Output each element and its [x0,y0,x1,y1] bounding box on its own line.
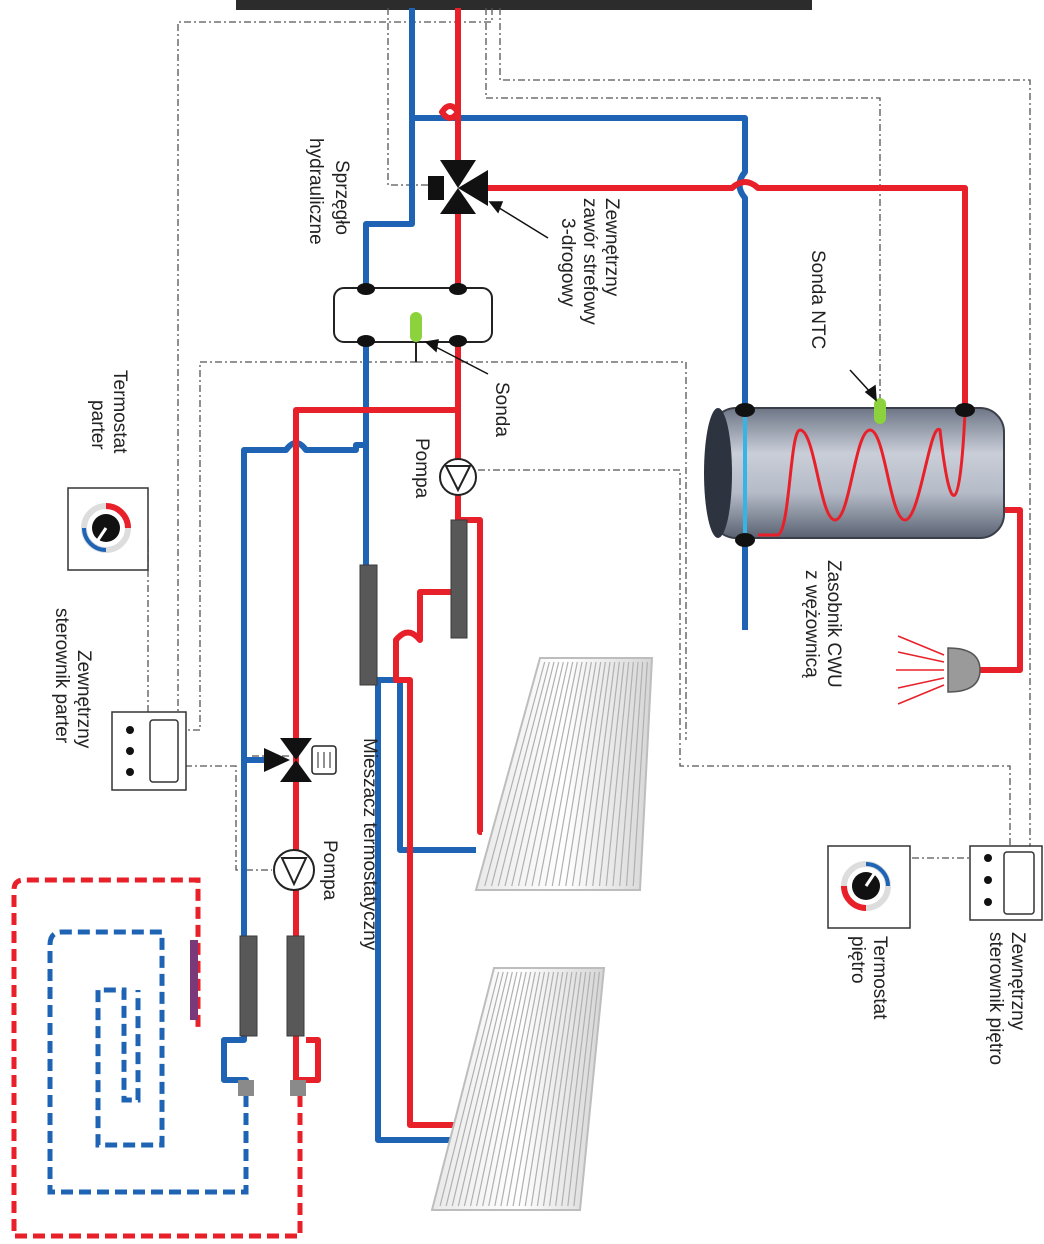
label-mieszacz: Mieszacz termostatyczny [359,738,380,951]
radiator-fin [484,661,546,887]
label-sprzeglo-line2: hydrauliczne [305,138,326,245]
radiator-fin [555,971,587,1207]
radiator-fin [619,661,639,887]
radiator-fin [451,971,509,1207]
thermostatic-mixer-valve [264,738,337,782]
tank-heating-coil [758,411,967,537]
label-sonda-ntc: Sonda NTC [807,250,828,349]
leader-arrows [424,201,877,402]
radiator-fin [573,971,601,1207]
controller-parter-icon [111,711,187,791]
radiator-fin [632,661,648,887]
radiator-fin [500,971,546,1207]
radiator-fin [542,971,578,1207]
radiator-fin [530,971,568,1207]
radiator-fin [524,971,564,1207]
floor-heating-loop-hot [11,877,303,1239]
label-zawor-line2: zawór strefowy [579,198,600,325]
radiator-fin [561,971,591,1207]
thermostat-pietro-icon [827,845,911,929]
label-sonda: Sonda [491,382,512,437]
radiator-fin [488,971,536,1207]
separator-connectors [357,283,467,347]
dhw-tank [704,398,1005,547]
separator-sensor [410,312,422,342]
manifolds [239,519,468,1037]
thermostat-parter-icon [67,487,149,571]
tank-ntc-sensor [874,398,886,424]
radiator-fin [482,971,532,1207]
heat-source-bar [236,0,812,10]
radiator-fin [538,661,583,887]
radiator-upper [474,657,654,891]
radiator-fin [475,971,527,1207]
controller-pietro-icon [969,845,1043,921]
radiator-fin [592,661,620,887]
radiator-fin [605,661,630,887]
label-sterownik-parter-line1: Zewnętrzny [73,650,94,749]
radiator-fin [517,661,569,887]
radiator-fin [518,971,559,1207]
label-zawor-line3: 3-drogowy [557,218,578,307]
radiator-fin [469,971,523,1207]
radiator-fin [494,971,541,1207]
label-pompa-bottom: Pompa [319,840,340,901]
radiator-fin [512,971,555,1207]
radiator-fin [578,661,611,887]
radiator-fin [490,661,550,887]
radiator-fin [531,661,578,887]
label-sterownik-parter-line2: sterownik parter [51,608,72,744]
pump-top [439,458,477,496]
radiator-fin [457,971,513,1207]
label-sterownik-pietro-line2: sterownik piętro [985,932,1006,1065]
label-termostat-parter-line1: Termostat [109,370,130,454]
label-zasobnik-line1: Zasobnik CWU [823,560,844,688]
label-zawor-line1: Zewnętrzny [601,198,622,297]
radiator-fin [524,661,574,887]
radiator-lower [430,967,606,1211]
radiator-fin [544,661,588,887]
control-wires [147,8,1031,871]
radiator-fin [598,661,625,887]
floor-manifold-fittings [190,940,306,1096]
radiator-fin [558,661,597,887]
labels: Sprzęgło hydrauliczne Zewnętrzny zawór s… [51,138,1028,1065]
radiator-fin [567,971,596,1207]
floor-heating-loop-cold [47,929,249,1195]
label-termostat-pietro-line1: Termostat [869,936,890,1020]
radiator-fin [565,661,602,887]
label-pompa-top: Pompa [411,438,432,499]
radiator-fin [445,971,504,1207]
label-sterownik-pietro-line1: Zewnętrzny [1007,932,1028,1031]
label-zasobnik-line2: z wężownicą [801,570,822,678]
radiator-fin [511,661,564,887]
radiator-fin [612,661,634,887]
label-termostat-parter-line2: parter [87,400,108,450]
radiator-fin [551,661,592,887]
radiator-fin [463,971,518,1207]
radiator-fin [585,661,616,887]
radiator-fin [571,661,606,887]
pump-bottom [273,849,315,891]
radiator-fin [548,971,582,1207]
zone-valve-3way [428,160,488,214]
radiator-fin [625,661,644,887]
shower-head-icon [896,635,981,705]
radiator-fin [439,971,500,1207]
radiator-fin [536,971,573,1207]
radiator-fin [497,661,555,887]
label-sprzeglo-line1: Sprzęgło [331,160,352,235]
hot-water-pipes [293,8,1023,1128]
radiator-fin [504,661,560,887]
label-termostat-pietro-line2: piętro [847,936,868,984]
radiator-fin [506,971,550,1207]
